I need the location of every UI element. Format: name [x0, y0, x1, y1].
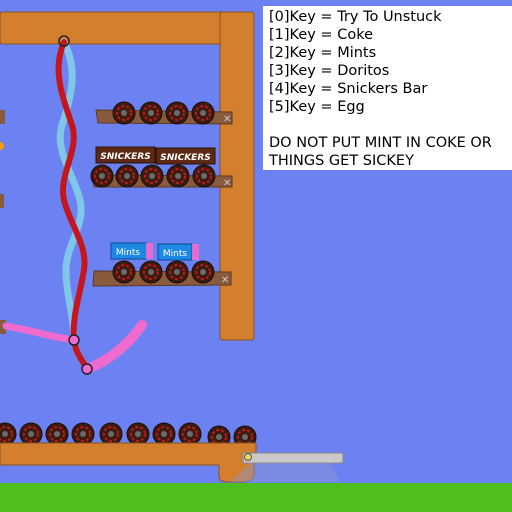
conveyor-wheel-icon	[90, 164, 114, 188]
conveyor-wheel-icon	[139, 260, 163, 284]
conveyor-wheel-icon	[126, 422, 150, 446]
mints-pack-1[interactable]: Mints	[110, 242, 153, 260]
conveyor-wheel-icon	[0, 422, 17, 446]
conveyor-wheel-icon	[99, 422, 123, 446]
platform-shadow	[230, 463, 340, 482]
left-orange-dot	[0, 142, 4, 150]
pink-ramp-right	[82, 320, 147, 374]
mints-label: Mints	[116, 248, 140, 258]
ground	[0, 483, 512, 512]
conveyor-wheel-icon	[139, 101, 163, 125]
conveyor-wheel-icon	[191, 101, 215, 125]
ribbon-blue-strand	[56, 38, 85, 344]
conveyor-wheel-icon	[140, 164, 164, 188]
grey-platform	[242, 452, 344, 464]
snickers-bar-2[interactable]: SNICKERS	[155, 147, 216, 165]
conveyor-wheel-icon	[152, 422, 176, 446]
pink-ramp-left	[2, 322, 78, 344]
left-stub-2	[0, 194, 4, 208]
conveyor-wheel-icon	[19, 422, 43, 446]
pivot-pin-icon	[68, 334, 80, 346]
warning-line-1: DO NOT PUT MINT IN COKE OR	[269, 135, 492, 151]
key-line-mints: [2]Key = Mints	[269, 45, 377, 61]
key-line-coke: [1]Key = Coke	[269, 27, 373, 43]
mints-pack-2[interactable]: Mints	[157, 243, 199, 261]
conveyor-wheel-icon	[192, 164, 216, 188]
snickers-bar-1[interactable]: SNICKERS	[95, 146, 156, 164]
pivot-pin-icon	[58, 35, 70, 47]
conveyor-wheel-icon	[112, 260, 136, 284]
snickers-label: SNICKERS	[100, 152, 151, 162]
left-stub-1	[0, 110, 5, 124]
shelf-2-lock-icon: ✕	[223, 178, 231, 189]
conveyor-wheel-icon	[178, 422, 202, 446]
platform-hinge-icon	[244, 453, 252, 461]
key-line-egg: [5]Key = Egg	[269, 99, 365, 115]
key-line-snickers: [4]Key = Snickers Bar	[269, 81, 428, 97]
top-frame-beam	[0, 11, 255, 45]
conveyor-wheel-icon	[166, 164, 190, 188]
key-line-doritos: [3]Key = Doritos	[269, 63, 390, 79]
pivot-pin-icon	[81, 363, 93, 375]
key-line-unstuck: [0]Key = Try To Unstuck	[269, 9, 442, 25]
key-instructions-panel: [0]Key = Try To Unstuck [1]Key = Coke [2…	[263, 6, 512, 170]
shelf-3-lock-icon: ✕	[221, 275, 229, 286]
conveyor-wheel-icon	[165, 101, 189, 125]
mints-label: Mints	[163, 249, 187, 259]
conveyor-wheel-icon	[45, 422, 69, 446]
conveyor-wheel-icon	[71, 422, 95, 446]
conveyor-wheel-icon	[112, 101, 136, 125]
conveyor-wheel-icon	[115, 164, 139, 188]
conveyor-wheel-icon	[165, 260, 189, 284]
conveyor-wheel-icon	[191, 260, 215, 284]
warning-line-2: THINGS GET SICKEY	[269, 153, 414, 169]
snickers-label: SNICKERS	[160, 153, 211, 163]
bottom-tray	[0, 442, 257, 483]
shelf-1-lock-icon: ✕	[223, 114, 231, 125]
